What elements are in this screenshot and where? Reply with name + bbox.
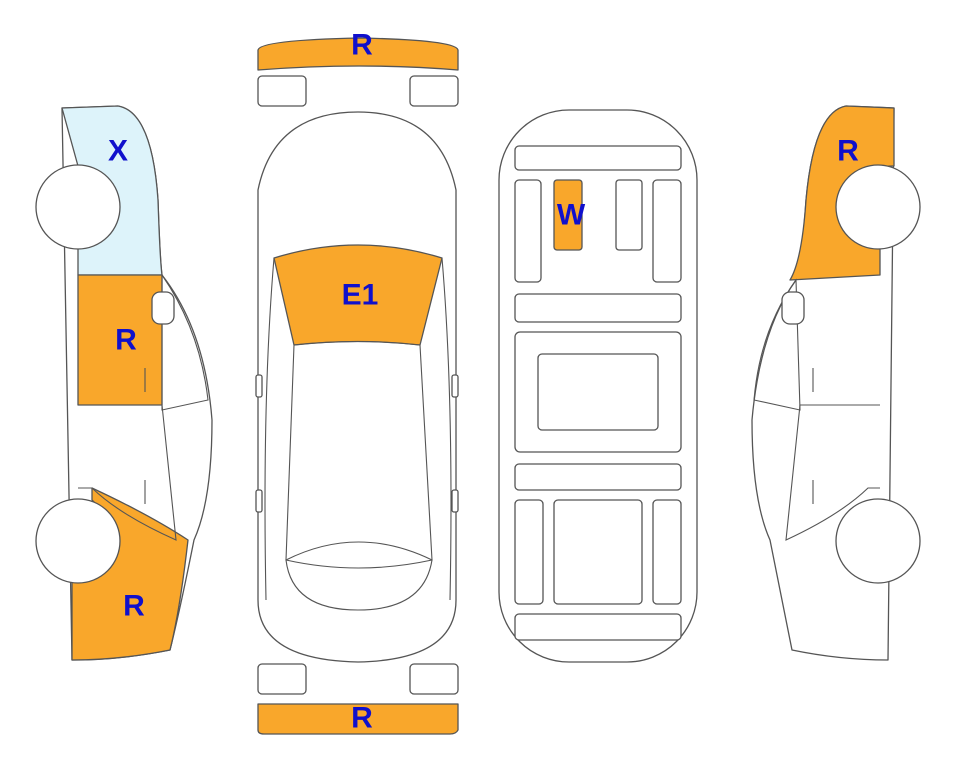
left-rear-handle (255, 489, 263, 513)
right-door-line (785, 404, 880, 541)
left-front-fender-label: X (108, 135, 128, 168)
rear-right-seat (652, 499, 682, 605)
front-left-seat-side (514, 179, 542, 283)
rear-deck (514, 613, 682, 641)
front-bumper-label: R (351, 29, 373, 62)
rear-bumper-label: R (351, 702, 373, 735)
rear-left-seat (514, 499, 544, 605)
right-side-view: R (751, 105, 921, 661)
right-mirror-side (781, 291, 805, 325)
dash-panel (514, 145, 682, 171)
left-door-line (78, 404, 177, 541)
right-front-wheel (835, 164, 921, 250)
roof-panel[interactable] (553, 179, 583, 251)
front-right-headlight (409, 75, 459, 107)
front-left-headlight (257, 75, 307, 107)
front-right-seat-side (652, 179, 682, 283)
left-front-door-label: R (115, 324, 137, 357)
left-side-view: X R R (35, 105, 213, 661)
rear-left-taillight (257, 663, 307, 695)
rear-center-seat (553, 499, 643, 605)
left-side-line (264, 257, 275, 601)
interior-view: W (498, 109, 698, 663)
left-rear-quarter-label: R (123, 590, 145, 623)
left-mirror (255, 374, 263, 398)
sunroof-panel (537, 353, 659, 431)
left-window-line (161, 273, 209, 411)
front-bumper-group: R (257, 29, 459, 107)
right-mirror (451, 374, 459, 398)
right-rear-handle (451, 489, 459, 513)
front-center-console (615, 179, 643, 251)
top-view: E1 (255, 111, 459, 663)
front-seat-bar (514, 293, 682, 323)
right-front-fender-label: R (837, 135, 859, 168)
left-mirror-side (151, 291, 175, 325)
left-front-wheel (35, 164, 121, 250)
right-rear-wheel (835, 498, 921, 584)
left-rear-wheel (35, 498, 121, 584)
front-bumper-panel[interactable] (257, 37, 459, 71)
rear-bumper-group: R (257, 663, 459, 735)
right-side-line (441, 257, 452, 601)
rear-bumper-panel[interactable] (257, 703, 459, 735)
rear-seat-bar (514, 463, 682, 491)
roof-label: W (557, 199, 586, 232)
rear-window-line (285, 541, 433, 611)
hood-label: E1 (342, 279, 379, 312)
rear-right-taillight (409, 663, 459, 695)
